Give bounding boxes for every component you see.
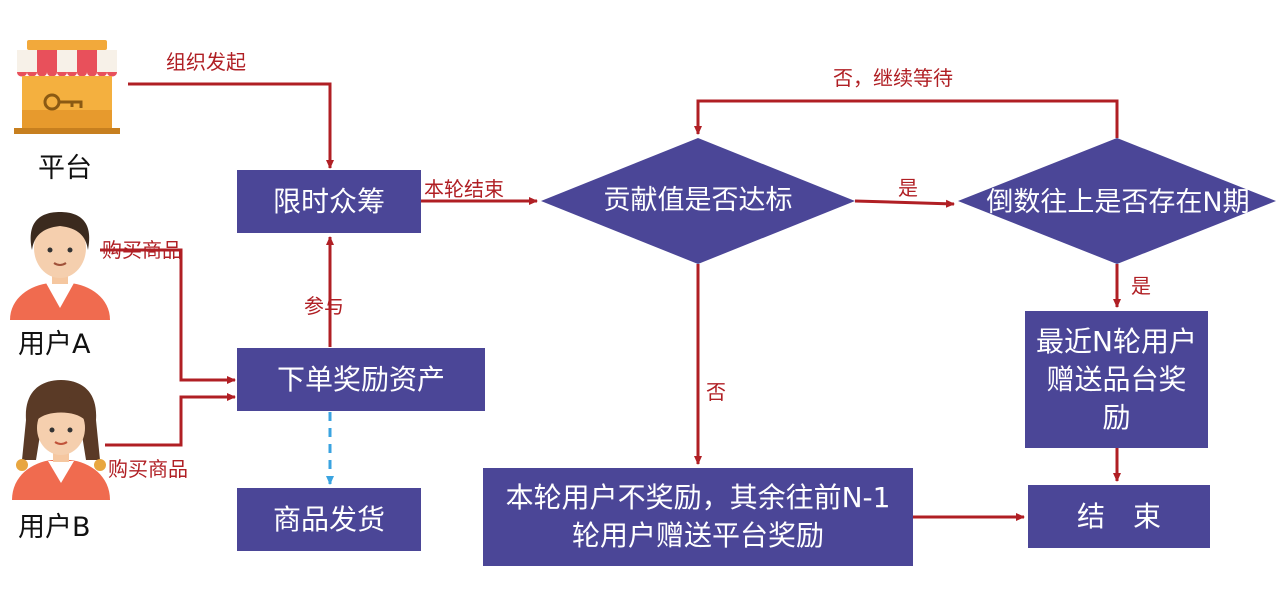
edge-label-yes-2: 是: [1131, 274, 1151, 298]
edge-label-buy-b: 购买商品: [108, 457, 188, 481]
platform-label: 平台: [38, 153, 92, 184]
shop-icon: [14, 40, 120, 134]
node-order-reward: 下单奖励资产: [237, 348, 485, 411]
node-n-periods-check: 倒数往上是否存在N期: [986, 187, 1250, 218]
edge-n-periods-no-loop: [694, 99, 1119, 138]
edge-label-no-continue: 否，继续等待: [833, 66, 953, 90]
user-b-avatar-icon: [12, 380, 110, 500]
node-reward-recent: 最近N轮用户赠送品台奖励: [1035, 311, 1198, 448]
user-a-avatar-icon: [10, 212, 110, 320]
edge-label-no-down: 否: [706, 380, 726, 404]
edge-label-yes-1: 是: [898, 176, 918, 200]
node-crowdfunding: 限时众筹: [237, 170, 421, 233]
user-a-label: 用户A: [18, 329, 91, 360]
node-contribution-diamond: [541, 138, 855, 264]
edge-user-a-to-order: [100, 248, 236, 384]
edge-label-buy-a: 购买商品: [102, 238, 182, 262]
node-shipping: 商品发货: [237, 488, 421, 551]
user-b-label: 用户B: [18, 512, 91, 543]
edge-label-participate: 参与: [304, 294, 344, 318]
edge-label-organize: 组织发起: [166, 50, 246, 74]
node-contribution-check: 贡献值是否达标: [603, 185, 793, 216]
node-no-reward: 本轮用户不奖励，其余往前N-1轮用户赠送平台奖励: [498, 468, 898, 566]
edge-contribution-yes: [854, 199, 955, 208]
edge-label-round-end: 本轮结束: [424, 177, 504, 201]
node-end: 结 束: [1028, 485, 1210, 548]
edge-user-b-to-order: [105, 393, 236, 447]
node-n-periods-diamond: [958, 138, 1276, 264]
edge-platform-to-crowdfunding: [128, 82, 334, 169]
